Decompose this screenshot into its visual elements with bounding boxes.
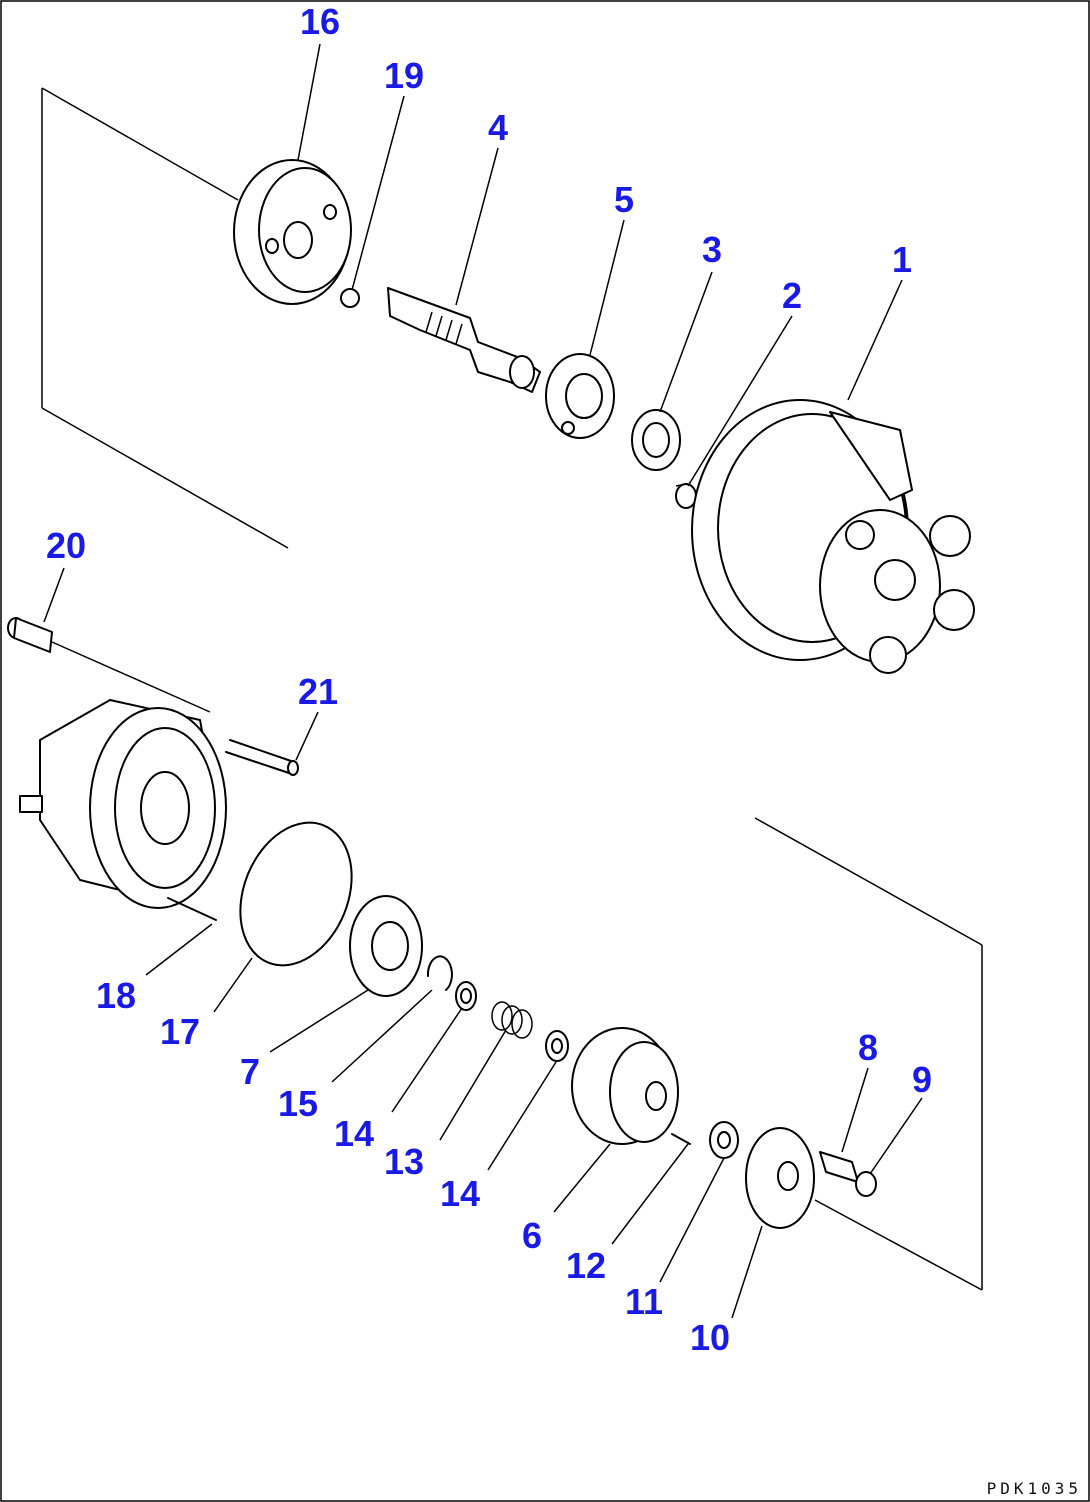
callout-15: 15 bbox=[278, 1083, 318, 1124]
callout-17: 17 bbox=[160, 1011, 200, 1052]
callout-12: 12 bbox=[566, 1245, 606, 1286]
callout-18: 18 bbox=[96, 975, 136, 1016]
part-4-shaft bbox=[387, 287, 541, 393]
part-14-washer-a bbox=[455, 981, 477, 1011]
callout-21: 21 bbox=[298, 671, 338, 712]
part-9-retainer bbox=[855, 1171, 877, 1197]
part-6-cylinder-block bbox=[571, 1027, 679, 1145]
part-18-plug bbox=[167, 897, 217, 921]
callout-1: 1 bbox=[892, 239, 912, 280]
callout-14-a: 14 bbox=[334, 1113, 374, 1154]
callout-13: 13 bbox=[384, 1141, 424, 1182]
leader-lines bbox=[43, 43, 923, 1319]
callout-labels: 1 2 3 4 5 6 7 8 9 10 11 12 13 14 14 15 1… bbox=[46, 1, 932, 1358]
part-17-o-ring bbox=[239, 821, 353, 967]
callout-19: 19 bbox=[384, 55, 424, 96]
callout-10: 10 bbox=[690, 1317, 730, 1358]
callout-16: 16 bbox=[300, 1, 340, 42]
callout-4: 4 bbox=[488, 107, 508, 148]
callout-14-b: 14 bbox=[440, 1173, 480, 1214]
callout-3: 3 bbox=[702, 229, 722, 270]
callout-6: 6 bbox=[522, 1215, 542, 1256]
part-10-plate bbox=[745, 1127, 815, 1229]
case-assembly bbox=[19, 699, 227, 909]
part-16-cover-plate bbox=[233, 159, 352, 305]
part-12-pin bbox=[671, 1133, 691, 1145]
reference-lines-upper bbox=[41, 87, 289, 549]
part-2-bushing bbox=[675, 483, 697, 509]
callout-9: 9 bbox=[912, 1059, 932, 1100]
part-11-bushing bbox=[709, 1121, 739, 1159]
reference-lines-lower bbox=[754, 817, 983, 1291]
callout-7: 7 bbox=[240, 1051, 260, 1092]
part-5-bearing bbox=[545, 353, 615, 439]
part-21-pin bbox=[225, 739, 299, 776]
part-3-roller-bearing bbox=[631, 409, 681, 471]
callout-5: 5 bbox=[614, 179, 634, 220]
part-15-snap-ring bbox=[426, 955, 453, 991]
drawing-code: PDK1035 bbox=[987, 1479, 1082, 1498]
part-8-shoe bbox=[819, 1151, 859, 1183]
callout-11: 11 bbox=[625, 1281, 663, 1322]
part-1-housing bbox=[691, 399, 975, 674]
part-7-plate bbox=[349, 895, 423, 997]
callout-20: 20 bbox=[46, 525, 86, 566]
callout-8: 8 bbox=[858, 1027, 878, 1068]
callout-2: 2 bbox=[782, 275, 802, 316]
part-13-spring bbox=[491, 1001, 533, 1039]
part-20-bolt bbox=[7, 617, 211, 713]
part-14-washer-b bbox=[545, 1030, 569, 1062]
part-19-ball bbox=[340, 288, 360, 308]
